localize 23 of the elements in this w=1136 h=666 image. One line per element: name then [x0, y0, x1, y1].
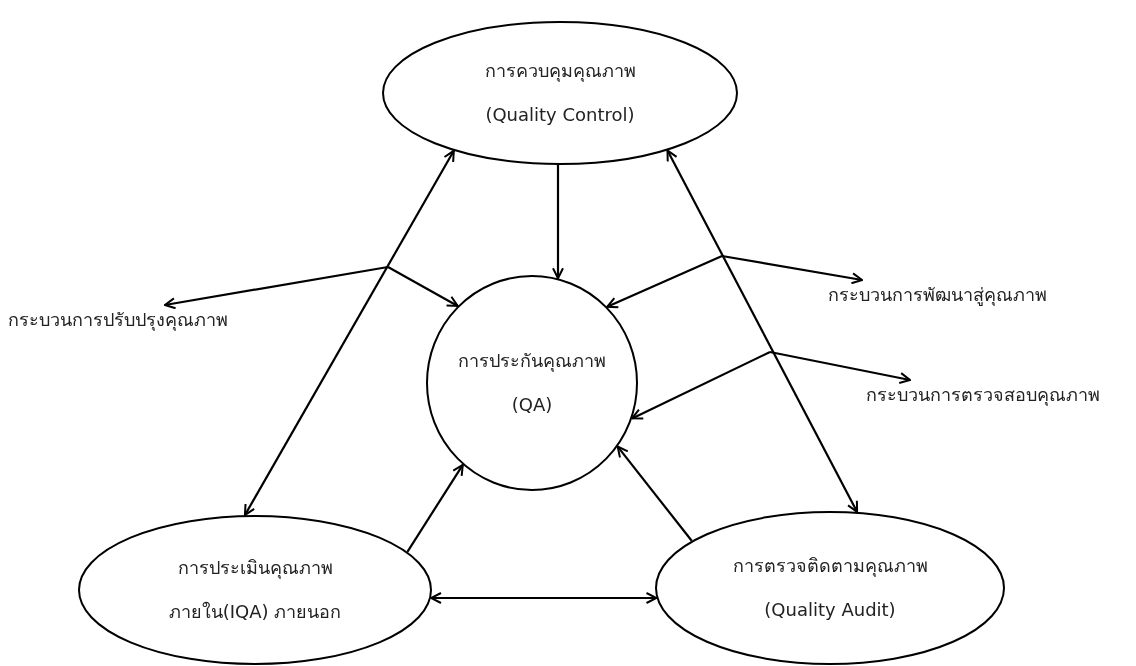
node-label: (Quality Audit): [764, 599, 896, 621]
arrow: [606, 255, 723, 309]
arrow: [721, 254, 864, 285]
node-label: การประกันคุณภาพ: [458, 350, 606, 372]
arrow: [552, 165, 564, 280]
node-label: การตรวจติดตามคุณภาพ: [732, 555, 928, 577]
node-label: ภายใน(IQA) ภายนอก: [168, 601, 342, 623]
process-label: กระบวนการพัฒนาสู่คุณภาพ: [828, 284, 1047, 306]
arrow: [243, 149, 455, 517]
arrow: [406, 463, 464, 553]
node-label: การควบคุมคุณภาพ: [484, 60, 636, 82]
process-label: กระบวนการตรวจสอบคุณภาพ: [866, 384, 1100, 406]
node-label: (QA): [511, 394, 553, 416]
node-label: การประเมินคุณภาพ: [177, 557, 333, 579]
arrow: [769, 350, 911, 384]
arrow: [163, 265, 389, 310]
arrow: [666, 149, 859, 513]
process-label: กระบวนการปรับปรุงคุณภาพ: [8, 309, 228, 331]
arrow: [430, 592, 658, 604]
arrow: [631, 351, 771, 420]
arrow: [387, 266, 459, 307]
node-label: (Quality Control): [485, 104, 635, 126]
arrow: [616, 445, 693, 542]
